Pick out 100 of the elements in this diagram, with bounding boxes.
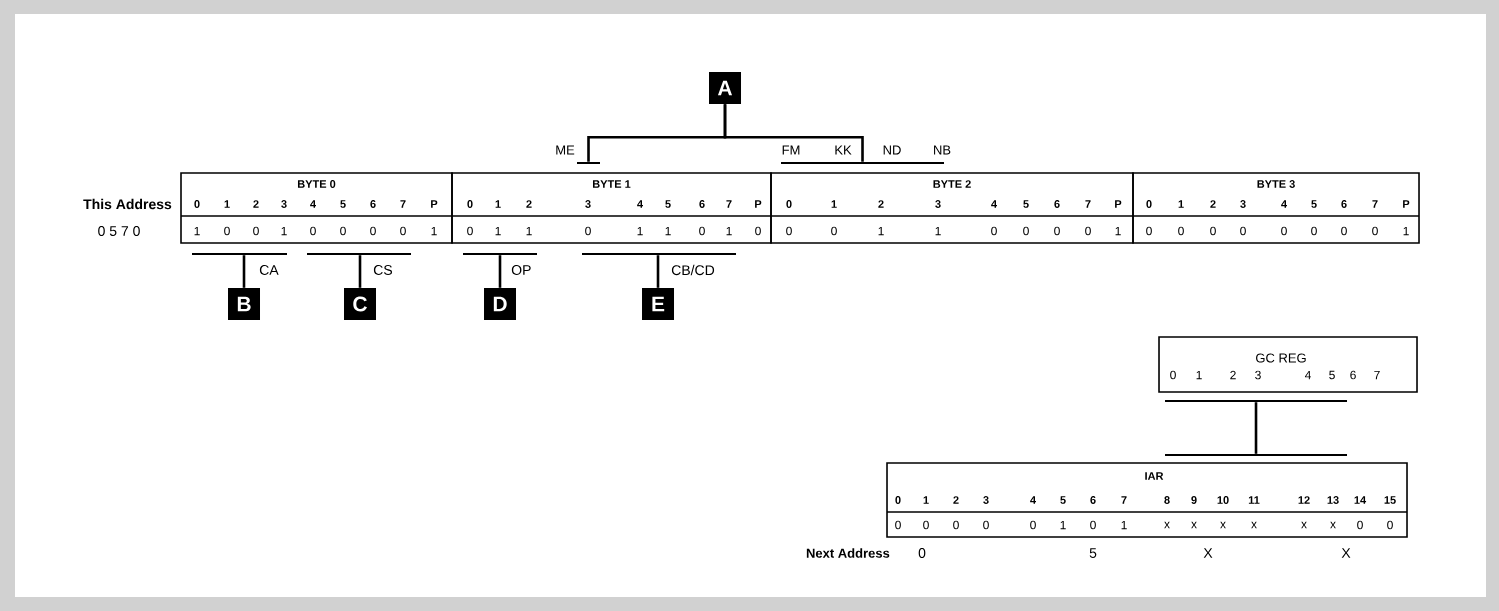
bit-number: 0 [194, 200, 200, 208]
bit-number: 4 [1304, 370, 1311, 380]
bit-number: 5 [1329, 370, 1335, 380]
bracket-line [781, 162, 944, 164]
bracket-connector [723, 104, 864, 162]
bit-value: x [1220, 521, 1226, 529]
bit-value: 0 [1387, 520, 1393, 530]
bit-value: 0 [467, 226, 473, 236]
bit-number: 3 [585, 200, 591, 208]
bit-value: 0 [224, 226, 230, 236]
bit-number: 7 [1372, 200, 1378, 208]
bit-value: 0 [1210, 226, 1216, 236]
bit-number: 0 [467, 200, 473, 208]
bit-value: 0 [699, 226, 705, 236]
bit-value: 0 [991, 226, 997, 236]
bit-number: 2 [526, 200, 532, 208]
bit-number: 10 [1217, 496, 1229, 504]
bit-number: 3 [1255, 370, 1261, 380]
bit-value: 1 [665, 226, 671, 236]
bit-number: 1 [831, 200, 837, 208]
bit-value: 0 [1178, 226, 1184, 236]
bit-number: P [431, 200, 438, 208]
bit-number: 2 [1230, 370, 1236, 380]
bracket-connector [1254, 402, 1258, 454]
bit-number: 3 [1240, 200, 1246, 208]
bit-value: 1 [1403, 226, 1409, 236]
letter-box: B [228, 288, 260, 320]
bit-value: x [1301, 521, 1307, 529]
bit-value: 1 [1115, 226, 1121, 236]
bit-number: 2 [1210, 200, 1216, 208]
bit-value: 1 [1121, 520, 1127, 530]
bit-value: x [1191, 521, 1197, 529]
bit-value: 0 [831, 226, 837, 236]
bit-value: 0 [755, 226, 761, 236]
bit-value: 0 [340, 226, 346, 236]
bracket-line [463, 253, 537, 255]
bit-number: 7 [1374, 370, 1380, 380]
bit-value: 0 [895, 520, 901, 530]
bracket-line [582, 253, 736, 255]
bit-value: 0 [310, 226, 316, 236]
letter-box: D [484, 288, 516, 320]
bit-value: 0 [585, 226, 591, 236]
bit-number: 1 [1196, 370, 1202, 380]
edge-label: CS [372, 264, 394, 276]
bit-number: 0 [1146, 200, 1152, 208]
bit-number: 4 [637, 200, 643, 208]
bit-number: 6 [1350, 370, 1356, 380]
field-name: ME [556, 145, 575, 155]
bracket-connector [358, 255, 362, 288]
bit-number: 7 [726, 200, 732, 208]
bit-number: 5 [665, 200, 671, 208]
bit-value: 0 [953, 520, 959, 530]
bit-number: 2 [953, 496, 959, 504]
field-name: KK [835, 145, 852, 155]
bit-number: 1 [1178, 200, 1184, 208]
bit-number: 7 [1121, 496, 1127, 504]
bracket-connector [498, 255, 502, 288]
bracket-connector [656, 255, 660, 288]
bit-value: 0 [1281, 226, 1287, 236]
field-name: FM [782, 145, 800, 155]
bit-value: x [1164, 521, 1170, 529]
letter-box: E [642, 288, 674, 320]
bit-number: 3 [281, 200, 287, 208]
bracket-line [1165, 400, 1347, 402]
bracket-line [307, 253, 411, 255]
bit-number: 2 [253, 200, 259, 208]
letter-box: C [344, 288, 376, 320]
bit-number: 3 [935, 200, 941, 208]
bit-number: 4 [1281, 200, 1287, 208]
bit-number: 0 [786, 200, 792, 208]
bit-number: 6 [1341, 200, 1347, 208]
bit-value: 0 [1357, 520, 1363, 530]
bit-number: 2 [878, 200, 884, 208]
bit-number: 0 [1170, 370, 1176, 380]
bit-number: P [1403, 200, 1410, 208]
bit-value: 1 [495, 226, 501, 236]
bit-number: 9 [1191, 496, 1197, 504]
field-name: NB [934, 145, 951, 155]
bit-value: 0 [1240, 226, 1246, 236]
bit-value: 0 [370, 226, 376, 236]
edge-label: OP [510, 264, 533, 276]
bit-number: 11 [1248, 496, 1260, 504]
row-label: Next Address [806, 548, 890, 558]
bit-value: 1 [935, 226, 941, 236]
bit-number: 5 [1060, 496, 1066, 504]
bit-value: 0 [1030, 520, 1036, 530]
bit-number: 4 [1030, 496, 1036, 504]
bit-number: P [755, 200, 762, 208]
bit-number: 6 [1090, 496, 1096, 504]
bit-value: 1 [526, 226, 532, 236]
bit-value: 0 [1090, 520, 1096, 530]
bit-number: 8 [1164, 496, 1170, 504]
bracket-connector [242, 255, 246, 288]
bit-number: 14 [1354, 496, 1367, 504]
bit-value: 0 [1372, 226, 1378, 236]
bracket-line [192, 253, 287, 255]
bit-number: 3 [983, 496, 989, 504]
bit-number: 13 [1327, 496, 1339, 504]
bit-value: 0 [1054, 226, 1060, 236]
bit-value: 1 [194, 226, 200, 236]
